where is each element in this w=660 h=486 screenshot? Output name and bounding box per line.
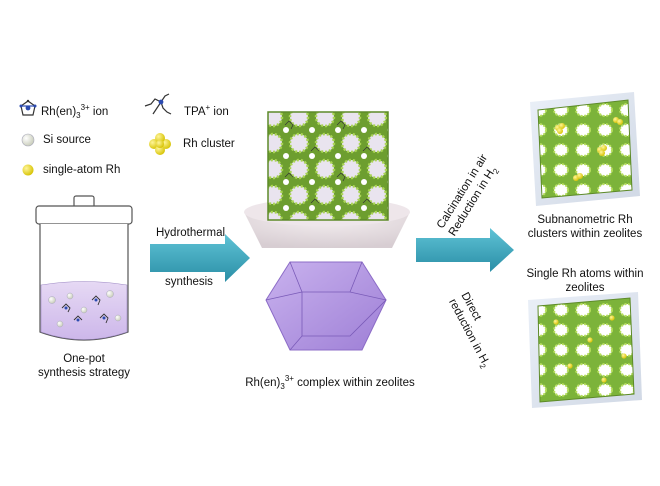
result-top-line2: clusters within zeolites — [527, 228, 643, 240]
legend-rh-cluster-label: Rh cluster — [183, 138, 235, 150]
legend-single-atom-rh-label: single-atom Rh — [43, 164, 121, 176]
calcination-arrow — [416, 228, 514, 272]
reaction-vessel — [35, 195, 133, 341]
si-source-icon — [21, 133, 35, 147]
vessel-caption-line2: synthesis strategy — [37, 367, 131, 379]
single-rh-atoms-crystal — [528, 292, 642, 408]
legend-tpa-ion-label: TPA+ ion — [184, 103, 229, 118]
rh-cluster-icon — [149, 133, 171, 155]
tpa-ion-icon — [144, 93, 172, 115]
result-top-caption: Subnanometric Rh clusters within zeolite… — [520, 213, 650, 241]
center-caption: Rh(en)33+ complex within zeolites — [245, 374, 415, 392]
result-bottom-caption: Single Rh atoms within zeolites — [518, 267, 652, 295]
rh-en-ion-icon — [19, 99, 37, 116]
subnanometric-rh-crystal — [530, 92, 640, 206]
vessel-caption-line1: One-pot — [63, 353, 105, 365]
zeolite-complex-crystal — [244, 111, 410, 351]
single-atom-rh-icon — [22, 164, 34, 176]
legend-rh-en-ion-label: Rh(en)33+ ion — [41, 103, 109, 121]
arrow1-top-label: Hydrothermal — [156, 227, 226, 239]
result-bottom-line1: Single Rh atoms within — [526, 268, 644, 280]
hydrothermal-arrow — [150, 234, 250, 282]
legend-si-source-label: Si source — [43, 134, 91, 146]
arrow1-bottom-label: synthesis — [165, 276, 213, 288]
result-bottom-line2: zeolites — [565, 282, 605, 294]
result-top-line1: Subnanometric Rh — [537, 214, 633, 226]
vessel-caption: One-pot synthesis strategy — [28, 352, 140, 380]
